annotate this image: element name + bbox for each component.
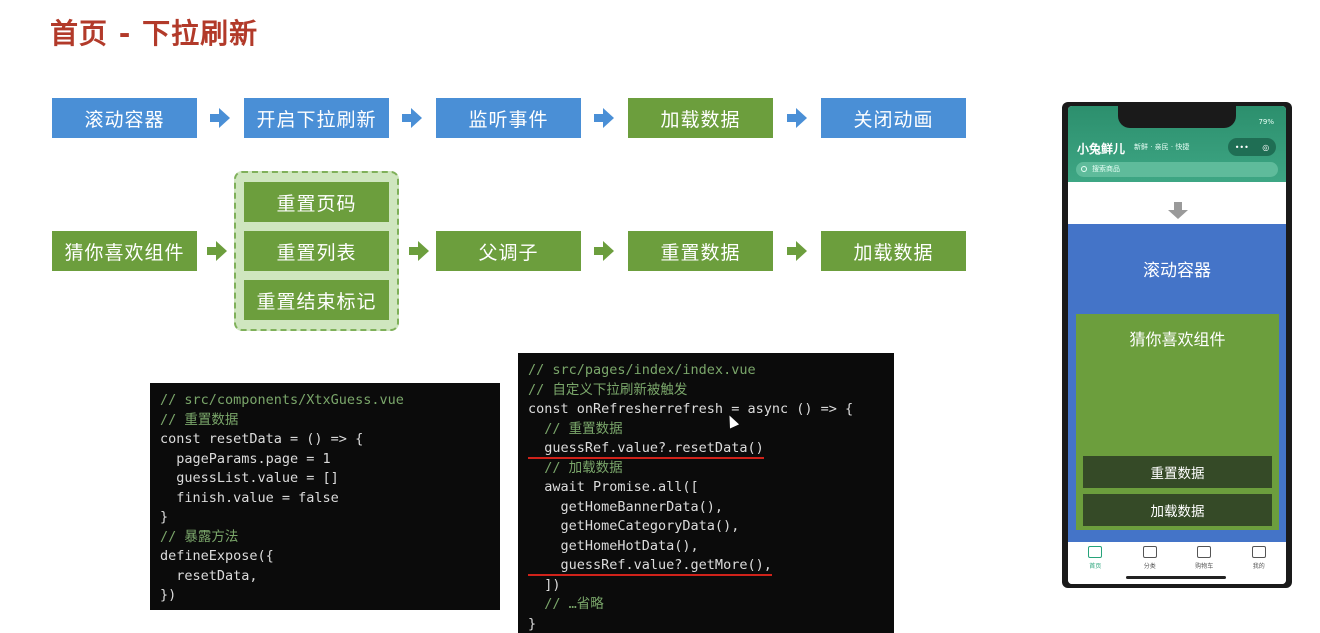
nav-header: 79% 小兔鲜儿 新鲜 · 亲民 · 快捷 ••• ◎ 搜索商品	[1068, 106, 1286, 182]
search-bar[interactable]: 搜索商品	[1076, 162, 1278, 177]
code-line-highlight-getmore: guessRef.value?.getMore(),	[528, 557, 772, 576]
cart-icon	[1197, 546, 1212, 558]
phone-screen: 79% 小兔鲜儿 新鲜 · 亲民 · 快捷 ••• ◎ 搜索商品 滚动容器 猜你…	[1068, 106, 1286, 584]
code-line: // 重置数据	[528, 420, 623, 437]
group-step-reset-finish: 重置结束标记	[244, 280, 389, 320]
pull-down-arrow-icon	[1168, 202, 1188, 222]
scroll-container[interactable]: 滚动容器 猜你喜欢组件 重置数据 加载数据	[1068, 224, 1286, 542]
flow-step-guess-component: 猜你喜欢组件	[52, 231, 197, 271]
guess-component: 猜你喜欢组件 重置数据 加载数据	[1076, 314, 1279, 530]
code-line: const resetData = () => {	[160, 431, 364, 447]
code-line: resetData,	[160, 567, 258, 584]
flow-step-scroll-container: 滚动容器	[52, 98, 197, 138]
code-line: defineExpose({	[160, 548, 274, 564]
close-circle-icon[interactable]: ◎	[1262, 142, 1270, 152]
flow-step-load-data: 加载数据	[628, 98, 773, 138]
flow-step-listen-event: 监听事件	[436, 98, 581, 138]
tab-bar: 首页 分类 购物车 我的	[1068, 542, 1286, 584]
load-data-button[interactable]: 加载数据	[1083, 494, 1272, 526]
guess-component-label: 猜你喜欢组件	[1129, 330, 1226, 349]
tab-label: 购物车	[1195, 563, 1214, 570]
search-icon	[1081, 166, 1087, 172]
phone-mockup: 79% 小兔鲜儿 新鲜 · 亲民 · 快捷 ••• ◎ 搜索商品 滚动容器 猜你…	[1062, 102, 1292, 588]
group-step-reset-page: 重置页码	[244, 182, 389, 222]
code-line: }	[160, 509, 169, 525]
search-placeholder: 搜索商品	[1092, 165, 1120, 173]
code-line: }	[528, 615, 537, 632]
tab-label: 首页	[1089, 563, 1102, 570]
code-line: // 暴露方法	[160, 528, 239, 545]
code-line: getHomeHotData(),	[528, 537, 699, 554]
tab-label: 分类	[1143, 563, 1156, 570]
home-icon	[1088, 546, 1103, 558]
code-line: guessList.value = []	[160, 470, 339, 486]
tab-cart[interactable]: 购物车	[1177, 542, 1232, 584]
code-line: const onRefresherrefresh = async () => {	[528, 401, 854, 417]
home-indicator	[1126, 576, 1226, 579]
code-line: })	[160, 587, 177, 603]
user-icon	[1251, 546, 1266, 558]
code-line: // src/pages/index/index.vue	[528, 362, 756, 378]
flow-step-close-animation: 关闭动画	[821, 98, 966, 138]
code-block-xtxguess: // src/components/XtxGuess.vue // 重置数据 c…	[150, 383, 500, 610]
reset-data-button[interactable]: 重置数据	[1083, 456, 1272, 488]
flow-step-enable-refresh: 开启下拉刷新	[244, 98, 389, 138]
brand-logo: 小兔鲜儿	[1077, 142, 1126, 156]
flow-step-parent-calls-child: 父调子	[436, 231, 581, 271]
code-line: ])	[528, 576, 561, 593]
phone-notch	[1118, 106, 1236, 128]
tab-home[interactable]: 首页	[1068, 542, 1123, 584]
code-line: finish.value = false	[160, 489, 339, 506]
group-step-reset-list: 重置列表	[244, 231, 389, 271]
battery-indicator: 79%	[1258, 118, 1274, 126]
code-line: // …省略	[528, 596, 604, 612]
code-line: await Promise.all([	[528, 479, 699, 495]
tab-mine[interactable]: 我的	[1232, 542, 1287, 584]
code-line: getHomeBannerData(),	[528, 498, 724, 515]
code-line: // src/components/XtxGuess.vue	[160, 392, 404, 408]
code-block-index-vue: // src/pages/index/index.vue // 自定义下拉刷新被…	[518, 353, 894, 633]
tab-category[interactable]: 分类	[1123, 542, 1178, 584]
flow-step-reset-data: 重置数据	[628, 231, 773, 271]
code-line: // 重置数据	[160, 411, 239, 428]
code-line-highlight-reset: guessRef.value?.resetData()	[528, 440, 764, 459]
scroll-container-label: 滚动容器	[1143, 261, 1211, 281]
code-line: // 加载数据	[528, 459, 623, 476]
more-icon[interactable]: •••	[1234, 142, 1249, 152]
capsule-menu[interactable]: ••• ◎	[1228, 138, 1276, 156]
code-line: getHomeCategoryData(),	[528, 518, 740, 534]
code-line: // 自定义下拉刷新被触发	[528, 381, 688, 398]
tab-label: 我的	[1252, 563, 1265, 570]
brand-slogan: 新鲜 · 亲民 · 快捷	[1134, 143, 1190, 151]
grid-icon	[1142, 546, 1157, 558]
flow-step-load-data-2: 加载数据	[821, 231, 966, 271]
slide-title: 首页 - 下拉刷新	[50, 17, 259, 50]
code-line: pageParams.page = 1	[160, 450, 331, 467]
